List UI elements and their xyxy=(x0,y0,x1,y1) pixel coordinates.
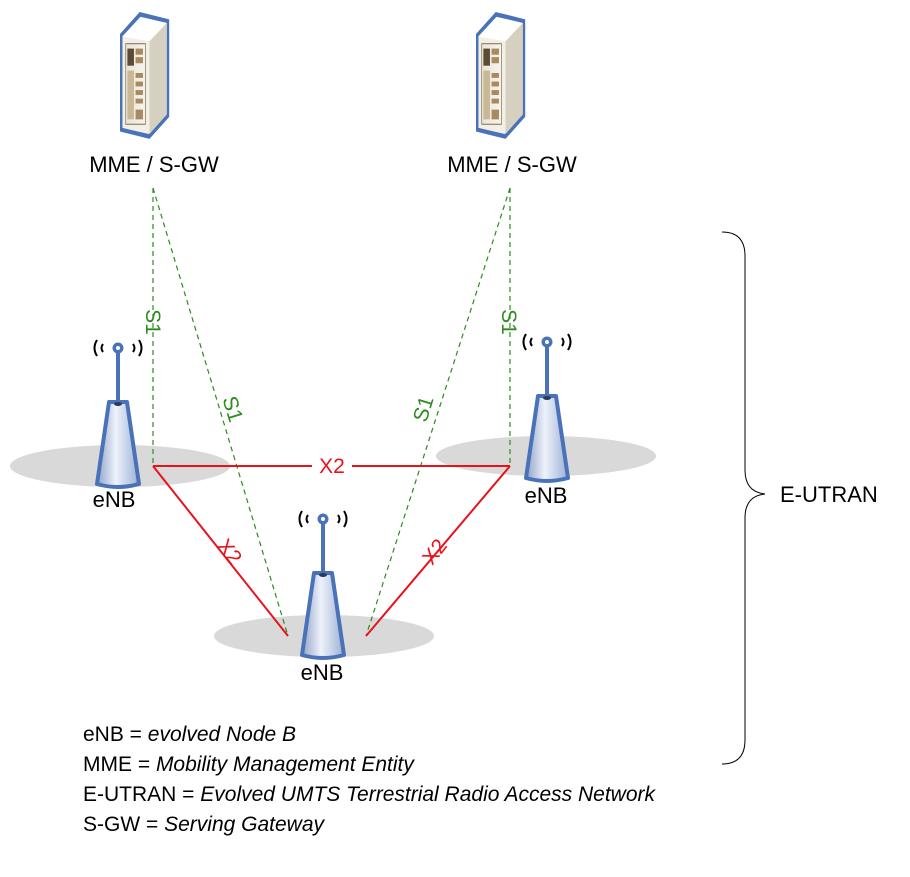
enb-label-center: eNB xyxy=(301,660,344,685)
legend-abbr: S-GW = xyxy=(83,813,165,836)
enb-label-left: eNB xyxy=(93,487,136,512)
legend-item-enb: eNB = evolved Node B xyxy=(83,720,703,750)
antenna-tower-icon-left xyxy=(92,338,144,489)
legend-abbr: E-UTRAN = xyxy=(83,783,201,806)
legend-meaning: Evolved UMTS Terrestrial Radio Access Ne… xyxy=(200,783,656,806)
s1-link-right-center xyxy=(365,187,511,637)
e-utran-label: E-UTRAN xyxy=(780,482,878,507)
legend-item-e-utran: E-UTRAN = Evolved UMTS Terrestrial Radio… xyxy=(83,780,703,810)
s1-label-left: S1 xyxy=(141,309,164,335)
x2-label-left: X2 xyxy=(212,535,246,569)
mme-sgw-label-left: MME / S-GW xyxy=(89,152,219,177)
abbreviation-legend: eNB = evolved Node B MME = Mobility Mana… xyxy=(83,720,703,840)
mme-sgw-label-right: MME / S-GW xyxy=(447,152,577,177)
enb-label-right: eNB xyxy=(525,483,568,508)
legend-item-s-gw: S-GW = Serving Gateway xyxy=(83,810,703,840)
x2-label-top: X2 xyxy=(319,455,345,478)
s1-label-right: S1 xyxy=(497,309,520,335)
legend-abbr: eNB = xyxy=(83,723,148,746)
s1-links xyxy=(152,187,511,637)
legend-meaning: Mobility Management Entity xyxy=(155,753,414,776)
x2-label-top-bg xyxy=(312,452,352,478)
s1-label-right-diagonal: S1 xyxy=(409,393,439,424)
server-icon-left xyxy=(119,11,170,140)
x2-link-right xyxy=(365,465,511,637)
legend-item-mme: MME = Mobility Management Entity xyxy=(83,750,703,780)
s1-link-left-center xyxy=(152,187,289,637)
legend-meaning: Serving Gateway xyxy=(164,813,325,836)
antenna-tower-icon-right xyxy=(521,332,573,483)
curly-brace-icon xyxy=(721,231,766,765)
antenna-tower-icon-center xyxy=(297,509,349,660)
legend-abbr: MME = xyxy=(83,753,156,776)
s1-label-left-diagonal: S1 xyxy=(217,393,247,424)
x2-link-left xyxy=(152,465,289,637)
server-icon-right xyxy=(475,11,526,140)
legend-meaning: evolved Node B xyxy=(147,723,297,746)
